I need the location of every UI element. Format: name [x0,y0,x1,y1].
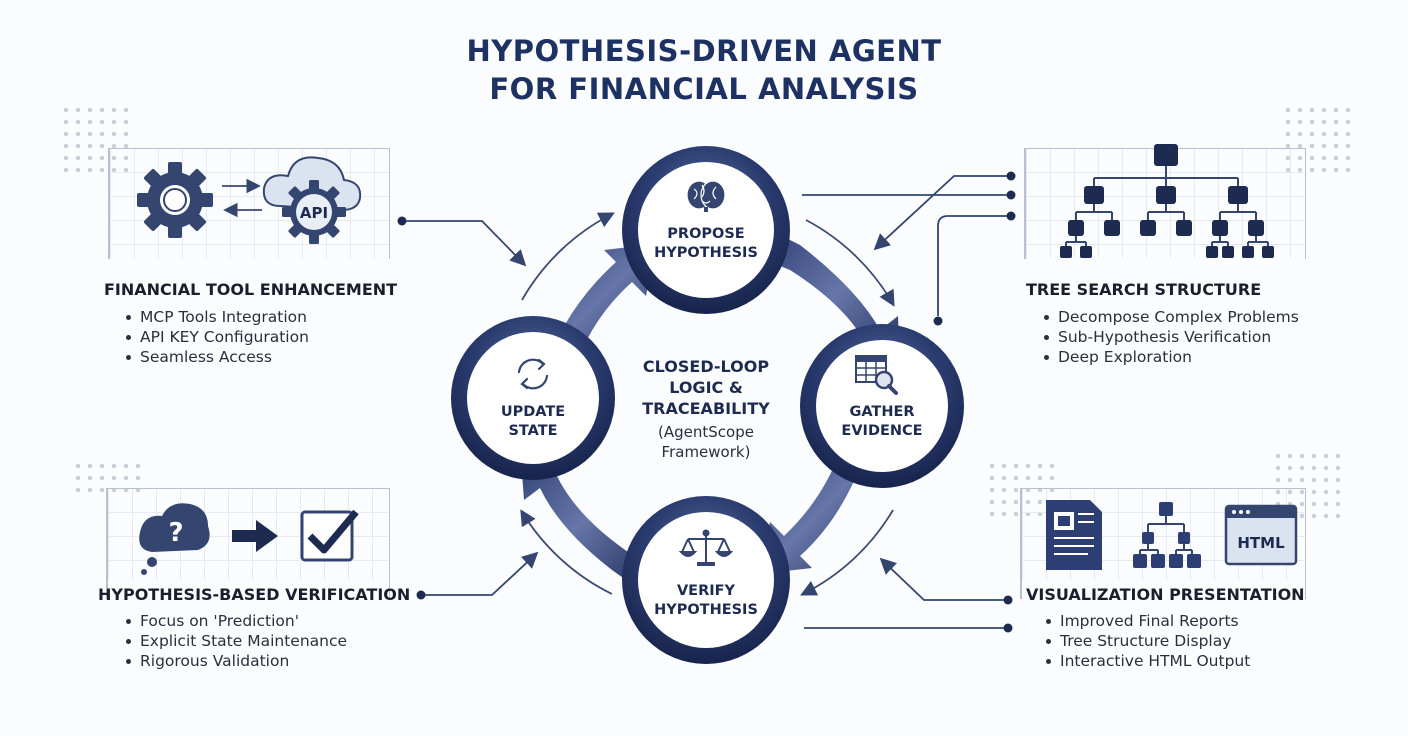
arc-bottom-right [800,509,894,596]
verification-section-title: HYPOTHESIS-BASED VERIFICATION [98,585,411,604]
propose-hypothesis-label: PROPOSE HYPOTHESIS [636,225,776,263]
verification-panel-frame [106,488,390,599]
api-gear-icon: API [282,180,346,244]
update-line-2: STATE [508,423,558,439]
center-title-line-2: LOGIC & [669,378,743,397]
list-item: Tree Structure Display [1042,631,1250,651]
connector-visualization [804,557,1013,633]
tool-panel-frame [108,148,390,259]
list-item: Deep Exploration [1040,347,1299,367]
arc-bottom-left [520,509,613,595]
center-title-line-1: CLOSED-LOOP [642,357,770,376]
arc-top-left [521,212,615,301]
question-mark: ? [168,518,183,548]
node-propose [622,146,790,314]
gather-evidence-label: GATHER EVIDENCE [812,403,952,441]
gather-line-2: EVIDENCE [841,423,923,439]
center-title-line-3: TRACEABILITY [642,399,770,418]
list-item: Decompose Complex Problems [1040,307,1299,327]
small-tree-icon [1133,502,1201,568]
tool-section-list: MCP Tools Integration API KEY Configurat… [122,307,309,367]
center-subtitle-line-2: Framework) [661,443,751,461]
visualization-section-title: VISUALIZATION PRESENTATION [1026,585,1305,604]
list-item: Seamless Access [122,347,309,367]
verify-line-1: VERIFY [676,583,736,599]
list-item: MCP Tools Integration [122,307,309,327]
outer-guide-arcs [520,212,895,596]
exchange-arrows-icon [222,178,262,218]
list-item: Rigorous Validation [122,651,347,671]
checkbox-icon [300,509,359,562]
gather-line-1: GATHER [849,404,915,420]
tree-diagram-icon [1060,144,1274,258]
verification-section-list: Focus on 'Prediction' Explicit State Mai… [122,611,347,671]
propose-line-2: HYPOTHESIS [654,245,758,261]
node-update [451,316,615,480]
table-search-icon [855,355,898,395]
visualization-section-list: Improved Final Reports Tree Structure Di… [1042,611,1250,671]
tree-section-title: TREE SEARCH STRUCTURE [1026,280,1262,299]
verify-hypothesis-label: VERIFY HYPOTHESIS [636,582,776,620]
update-line-1: UPDATE [500,404,566,420]
brain-icon [686,180,726,212]
tool-section-title: FINANCIAL TOOL ENHANCEMENT [104,280,398,299]
page-title-line-2: FOR FINANCIAL ANALYSIS [489,72,919,106]
scales-icon [678,529,734,566]
gear-icon [137,162,213,238]
list-item: Interactive HTML Output [1042,651,1250,671]
center-subtitle: (AgentScope Framework) [606,422,806,462]
list-item: API KEY Configuration [122,327,309,347]
center-title: CLOSED-LOOP LOGIC & TRACEABILITY [606,356,806,419]
node-gather [800,324,964,488]
band-segment-bottom-left [520,446,650,590]
right-arrow-icon [232,520,278,552]
connector-verification [416,551,539,600]
update-state-label: UPDATE STATE [463,403,603,441]
connector-tool [397,216,527,267]
verify-line-2: HYPOTHESIS [654,602,758,618]
question-cloud-icon: ? [139,503,210,575]
refresh-icon [517,358,549,390]
center-subtitle-line-1: (AgentScope [658,423,754,441]
connector-tree [802,171,1016,326]
visualization-panel-frame [1020,488,1306,599]
propose-line-1: PROPOSE [667,226,745,242]
tree-section-list: Decompose Complex Problems Sub-Hypothesi… [1040,307,1299,367]
page-title-line-1: HYPOTHESIS-DRIVEN AGENT [466,34,942,68]
node-verify [622,496,790,664]
document-icon [1046,500,1102,570]
list-item: Sub-Hypothesis Verification [1040,327,1299,347]
arc-top-right [805,219,895,307]
band-segment-bottom-right [760,452,878,574]
html-window-icon: HTML [1224,504,1298,566]
api-label: API [300,204,328,222]
list-item: Improved Final Reports [1042,611,1250,631]
html-label: HTML [1237,534,1285,552]
list-item: Explicit State Maintenance [122,631,347,651]
list-item: Focus on 'Prediction' [122,611,347,631]
